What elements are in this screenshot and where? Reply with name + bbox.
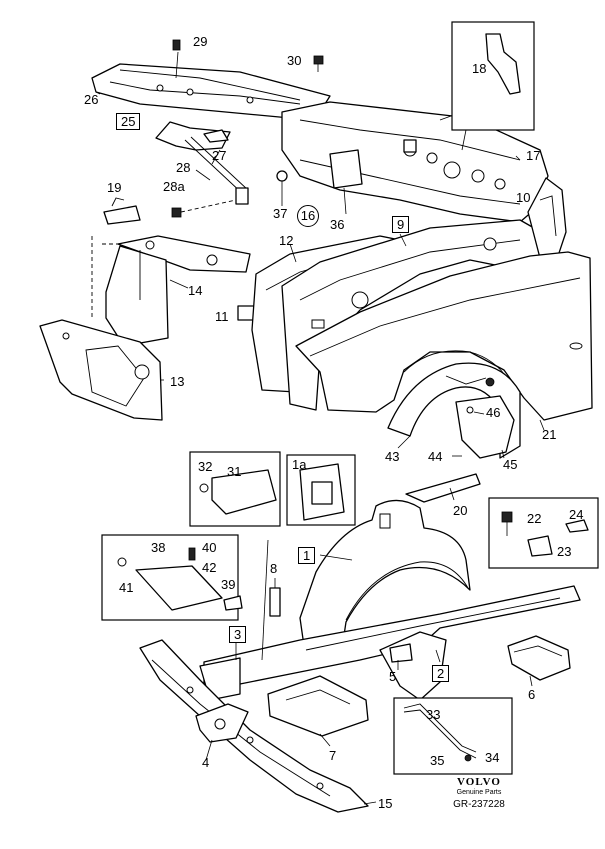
callout-30: 30 — [287, 53, 302, 68]
callout-29: 29 — [193, 34, 208, 49]
callout-16: 16 — [297, 205, 319, 227]
bracket-10 — [527, 177, 567, 263]
callout-36: 36 — [330, 217, 345, 232]
plate-13 — [39, 319, 163, 421]
bracket-5 — [389, 643, 413, 663]
bracket-27-28 — [155, 121, 249, 205]
wheel-liner-43 — [387, 362, 521, 459]
callout-2: 2 — [432, 665, 450, 682]
leader-lines — [95, 91, 545, 805]
bolt-8 — [269, 578, 281, 617]
callout-21: 21 — [542, 427, 557, 442]
callout-43: 43 — [385, 449, 400, 464]
callout-10: 10 — [516, 190, 531, 205]
callout-33: 33 — [426, 707, 441, 722]
callout-7: 7 — [329, 748, 337, 763]
callout-44: 44 — [428, 449, 443, 464]
callout-28: 28 — [176, 160, 191, 175]
callout-1a: 1a — [292, 457, 307, 472]
callout-32: 32 — [198, 459, 213, 474]
bolt-30 — [313, 55, 324, 72]
bracket-19 — [103, 197, 141, 225]
callout-17: 17 — [526, 148, 541, 163]
inset-box-31-32 — [189, 451, 281, 527]
callout-42: 42 — [202, 560, 217, 575]
callout-18: 18 — [472, 61, 487, 76]
inset-box-22-24 — [488, 497, 599, 569]
callout-45: 45 — [503, 457, 518, 472]
bracket-4 — [195, 703, 249, 743]
callout-25: 25 — [116, 113, 141, 130]
genuine-parts-tagline: Genuine Parts — [456, 789, 502, 796]
callout-35: 35 — [430, 753, 445, 768]
callout-34: 34 — [485, 750, 500, 765]
inset-box-1a — [286, 454, 356, 526]
callout-46: 46 — [486, 405, 501, 420]
callout-28a: 28a — [163, 179, 185, 194]
callout-31: 31 — [227, 464, 242, 479]
callout-3: 3 — [229, 626, 247, 643]
callout-9: 9 — [392, 216, 410, 233]
wheel-housing-1 — [299, 499, 471, 663]
firewall-17 — [281, 101, 549, 223]
bolt-28a — [171, 199, 237, 218]
callout-27: 27 — [212, 148, 227, 163]
inner-panel-14 — [91, 235, 251, 347]
callout-40: 40 — [202, 540, 217, 555]
callout-8: 8 — [270, 561, 278, 576]
callout-37: 37 — [273, 206, 288, 221]
apron-panel-9 — [281, 219, 549, 411]
inset-box-33-35 — [393, 697, 513, 775]
inset-box-38-42 — [101, 534, 243, 621]
callout-4: 4 — [202, 755, 210, 770]
callout-5: 5 — [389, 669, 397, 684]
callout-11: 11 — [215, 309, 229, 324]
inset-box-18 — [451, 21, 535, 151]
front-fender-21 — [295, 251, 593, 421]
callout-12: 12 — [279, 233, 294, 248]
callout-1: 1 — [298, 547, 316, 564]
gusset-20 — [405, 473, 481, 503]
callout-14: 14 — [188, 283, 203, 298]
clip-11 — [237, 305, 255, 321]
callout-19: 19 — [107, 180, 122, 195]
callout-22: 22 — [527, 511, 542, 526]
drawing-reference: GR-237228 — [453, 799, 505, 810]
cowl-panel-25 — [91, 39, 331, 119]
callout-41: 41 — [119, 580, 134, 595]
callout-38: 38 — [151, 540, 166, 555]
callout-39: 39 — [221, 577, 236, 592]
callout-15: 15 — [378, 796, 393, 811]
plate-7 — [267, 675, 369, 737]
callout-24: 24 — [569, 507, 584, 522]
callout-6: 6 — [528, 687, 536, 702]
nut-37 — [276, 170, 288, 206]
volvo-logo: VOLVO — [457, 776, 501, 788]
callout-20: 20 — [453, 503, 468, 518]
callout-13: 13 — [170, 374, 185, 389]
callout-26: 26 — [84, 92, 99, 107]
callout-23: 23 — [557, 544, 572, 559]
component-6 — [507, 635, 571, 681]
